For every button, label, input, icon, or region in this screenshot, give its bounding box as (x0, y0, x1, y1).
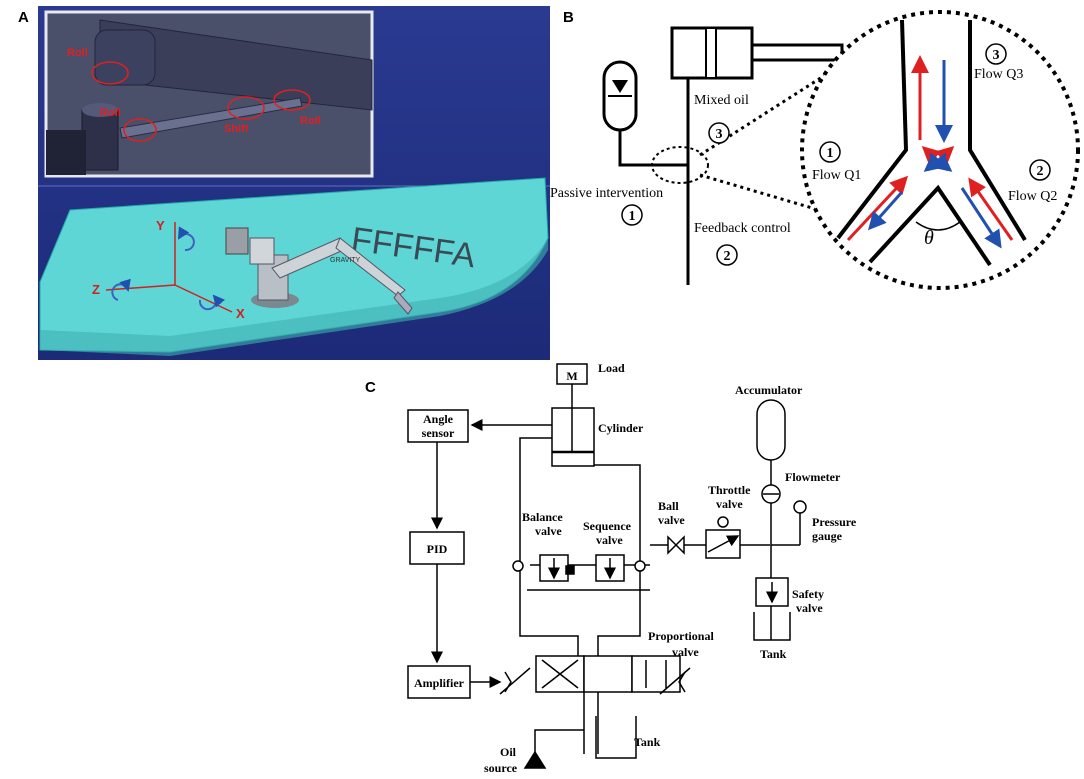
angle-sensor-label-line1: Angle (423, 412, 454, 426)
oil-source-label-line1: Oil (500, 745, 517, 759)
cylinder-rod (750, 43, 844, 62)
inset-view (44, 10, 374, 178)
tank-bottom-label: Tank (634, 735, 661, 749)
circled-number-2-left: 2 (716, 244, 738, 266)
svg-text:2: 2 (724, 249, 731, 264)
inset-label-roll-2: Roll (100, 107, 121, 119)
safety-valve-label-line2: valve (796, 601, 823, 615)
circled-number-1-right: 1 (819, 141, 841, 163)
gravity-label: GRAVITY (330, 257, 361, 264)
tank-right-symbol (753, 612, 791, 641)
panel-c-hydraulic-schematic (407, 363, 807, 769)
panel-label-b: B (563, 9, 574, 26)
zoom-line-top (699, 70, 831, 157)
accumulator-pipe (618, 128, 688, 167)
crane-model: GRAVITY (225, 227, 413, 315)
proportional-valve-center (583, 655, 633, 693)
pressure-gauge-label-line2: gauge (812, 529, 843, 543)
svg-text:1: 1 (629, 209, 636, 224)
z-rotation-arrow-icon (111, 278, 131, 301)
passive-intervention-label: Passive intervention (550, 186, 663, 201)
panel-label-c: C (365, 379, 376, 396)
tank-right-label: Tank (760, 647, 787, 661)
roll-marker-3 (273, 89, 311, 111)
pressure-gauge-label-line1: Pressure (812, 515, 857, 529)
angle-sensor-label-line2: sensor (422, 426, 455, 440)
proportional-valve-label-line1: Proportional (648, 629, 714, 643)
balance-valve-label-line2: valve (535, 524, 562, 538)
theta-label: θ (924, 227, 934, 249)
circled-number-3-left: 3 (708, 122, 730, 144)
roll-marker-1 (91, 61, 129, 85)
amplifier-box (407, 665, 471, 699)
sequence-valve-label-line1: Sequence (583, 519, 632, 533)
axis-x-label: X (236, 306, 245, 321)
oil-source-label-line2: source (484, 761, 518, 775)
oil-source-symbol (523, 750, 547, 769)
junction-highlight (651, 146, 709, 184)
check-valve-right (634, 560, 646, 572)
accumulator-label: Accumulator (735, 383, 803, 397)
y-rotation-arrow-icon (177, 226, 195, 252)
safety-valve-label-line1: Safety (792, 587, 824, 601)
ball-valve-label-line1: Ball (658, 499, 679, 513)
amplifier-label: Amplifier (414, 676, 465, 690)
circled-number-2-right: 2 (1029, 159, 1051, 181)
sequence-valve-label-line2: valve (596, 533, 623, 547)
angle-sensor-box (407, 409, 469, 443)
inset-label-shift: Shift (224, 123, 249, 135)
proportional-valve-label-line2: valve (672, 645, 699, 659)
y-pipe-inner (868, 184, 992, 267)
balance-valve-label-line1: Balance (522, 510, 563, 524)
axis-y-label: Y (156, 218, 165, 233)
throttle-valve-label-line1: Throttle (708, 483, 751, 497)
inset-label-roll-3: Roll (300, 115, 321, 127)
y-pipe-left (836, 19, 909, 240)
flowmeter-label: Flowmeter (785, 470, 841, 484)
shift-marker (227, 96, 265, 120)
ball-valve-symbol (667, 535, 685, 555)
flow-q3-label: Flow Q3 (974, 67, 1023, 82)
ball-valve-label-line2: valve (658, 513, 685, 527)
circled-number-1-left: 1 (621, 204, 643, 226)
proportional-valve-right (631, 655, 681, 693)
flow-arrows (846, 55, 1014, 249)
zoom-line-bottom (699, 173, 837, 217)
svg-text:3: 3 (993, 48, 1000, 63)
tank-bottom-symbol (595, 716, 637, 759)
mixed-oil-label: Mixed oil (694, 93, 749, 108)
svg-text:2: 2 (1037, 164, 1044, 179)
flow-q2-label: Flow Q2 (1008, 189, 1057, 204)
theta-arc (915, 221, 961, 231)
motor-label: M (566, 369, 577, 383)
panel-b-flow-diagram: 1 2 3 1 2 3 Mixed oil Passive interventi… (550, 10, 1080, 290)
panel-a-simulation: FFFFFA GRAVITY Y Z X (38, 6, 550, 360)
svg-text:1: 1 (827, 146, 834, 161)
cylinder-piston (705, 27, 717, 79)
load-label: Load (598, 361, 625, 375)
cylinder-box (551, 407, 595, 467)
panel-label-a: A (18, 9, 29, 26)
axis-z-label: Z (92, 282, 100, 297)
circled-number-3-right: 3 (985, 43, 1007, 65)
accumulator-arrow-icon (612, 80, 628, 93)
flow-q1-label: Flow Q1 (812, 168, 861, 183)
pressure-gauge-symbol (793, 500, 807, 514)
inset-label-roll-1: Roll (67, 47, 88, 59)
feedback-control-label: Feedback control (694, 221, 791, 236)
accumulator-symbol-c (756, 399, 786, 461)
y-pipe-right (968, 20, 1027, 242)
cylinder-label: Cylinder (598, 421, 644, 435)
throttle-valve-label-line2: valve (716, 497, 743, 511)
pid-box (409, 531, 465, 565)
ship-deck-edge (40, 238, 548, 356)
roll-marker-2 (123, 118, 157, 142)
zoom-circle (800, 10, 1080, 290)
pid-label: PID (427, 542, 448, 556)
x-rotation-arrow-icon (198, 294, 226, 311)
svg-text:3: 3 (716, 127, 723, 142)
check-valve-left (512, 560, 524, 572)
